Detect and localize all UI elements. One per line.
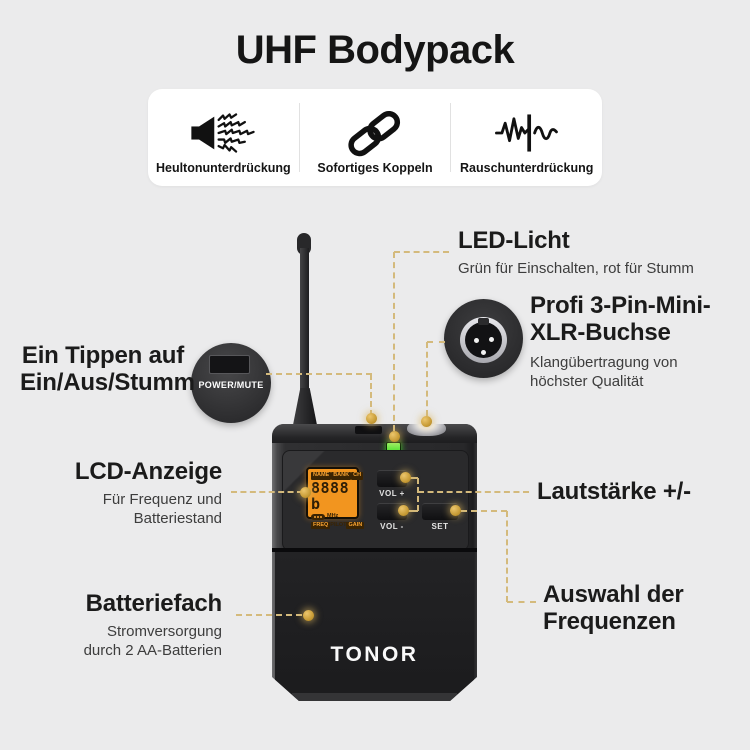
- xlr-pin: [481, 350, 486, 355]
- lcd-badge-ch: CH: [351, 472, 364, 480]
- leader-line: [370, 374, 372, 416]
- callout-led: LED-Licht Grün für Einschalten, rot für …: [458, 227, 694, 278]
- leader-line: [461, 510, 507, 512]
- leader-line: [394, 251, 449, 253]
- leader-line: [426, 342, 428, 416]
- leader-line: [266, 373, 372, 375]
- leader-line: [506, 511, 508, 602]
- callout-lcd: LCD-Anzeige Für Frequenz und Batteriesta…: [60, 458, 222, 528]
- leader-dot: [303, 610, 314, 621]
- leader-line: [417, 478, 419, 511]
- callout-lcd-title: LCD-Anzeige: [74, 458, 222, 485]
- callout-power-title-line1: Ein Tippen auf: [21, 342, 184, 369]
- lcd-unit: MHz: [327, 512, 339, 519]
- lcd-badge-name: NAME: [311, 472, 332, 480]
- leader-line: [427, 341, 445, 343]
- feature-label: Heultonunterdrückung: [155, 160, 291, 175]
- device-bottom-face: [292, 693, 457, 701]
- callout-lcd-subtitle-line2: Batteriestand: [133, 510, 222, 527]
- body-seam: [272, 548, 477, 552]
- vol-down-label: VOL -: [380, 522, 404, 531]
- antenna-base: [292, 388, 318, 430]
- power-mute-top-button: [355, 426, 382, 434]
- feature-item: Sofortiges Koppeln: [300, 89, 451, 186]
- leader-dot: [389, 431, 400, 442]
- callout-xlr-title-line1: Profi 3-Pin-Mini-: [530, 292, 711, 319]
- callout-xlr-subtitle-line1: Klangübertragung von: [530, 354, 678, 371]
- bodypack-device: TONOR: [272, 424, 477, 701]
- xlr-socket-closeup: [444, 299, 523, 378]
- leader-dot: [398, 505, 409, 516]
- callout-led-subtitle: Grün für Einschalten, rot für Stumm: [458, 260, 694, 277]
- divider: [450, 103, 452, 172]
- leader-line: [406, 510, 418, 512]
- instant-pairing-link-icon: [343, 107, 407, 159]
- leader-dot: [421, 416, 432, 427]
- power-mute-closeup: POWER/MUTE: [191, 343, 271, 423]
- leader-line: [408, 477, 418, 479]
- callout-battery: Batteriefach Stromversorgung durch 2 AA-…: [60, 590, 223, 660]
- callout-xlr: Profi 3-Pin-Mini- XLR-Buchse Klangübertr…: [530, 292, 711, 391]
- set-label: SET: [431, 522, 449, 531]
- xlr-notch: [478, 318, 489, 325]
- battery-cover: [275, 552, 474, 701]
- lcd-digits: 8888 b: [311, 478, 350, 513]
- callout-power-tap: Ein Tippen auf Ein/Aus/Stumm: [20, 342, 195, 396]
- set-button: [422, 503, 458, 520]
- antenna: [300, 248, 309, 393]
- feature-item: Rauschunterdrückung: [451, 89, 602, 186]
- noise-reduction-waveform-icon: [492, 107, 562, 159]
- power-mute-label: POWER/MUTE: [198, 380, 264, 390]
- leader-line: [418, 491, 529, 493]
- callout-lcd-subtitle-line1: Für Frequenz und: [102, 491, 222, 508]
- xlr-top-connector: [407, 420, 446, 436]
- feature-card: Heultonunterdrückung Sofortiges Koppeln: [148, 89, 602, 186]
- feedback-suppression-icon: [188, 107, 258, 159]
- leader-dot: [300, 487, 311, 498]
- leader-line: [507, 601, 536, 603]
- lcd-display: NAME BANK CH 8888 b MHz FREQ PILOT GAIN: [306, 467, 365, 529]
- xlr-pin: [474, 338, 479, 343]
- vol-up-label: VOL +: [379, 489, 405, 498]
- brand-logo: TONOR: [330, 643, 419, 666]
- lcd-badge-freq: FREQ: [311, 521, 331, 529]
- callout-led-title: LED-Licht: [458, 227, 570, 254]
- leader-dot: [450, 505, 461, 516]
- leader-line: [231, 491, 303, 493]
- callout-volume: Lautstärke +/-: [537, 478, 691, 505]
- vol-up-button: [377, 470, 407, 487]
- callout-battery-subtitle-line1: Stromversorgung: [106, 623, 222, 640]
- leader-dot: [366, 413, 377, 424]
- callout-volume-title: Lautstärke +/-: [537, 478, 691, 505]
- page-title: UHF Bodypack: [235, 28, 515, 72]
- callout-frequency-title-line1: Auswahl der: [543, 581, 684, 608]
- leader-line: [236, 614, 302, 616]
- feature-item: Heultonunterdrückung: [148, 89, 299, 186]
- leader-dot: [400, 472, 411, 483]
- lcd-badge-gain: GAIN: [346, 521, 365, 529]
- xlr-pin: [489, 337, 494, 342]
- feature-label: Sofortiges Koppeln: [317, 160, 433, 175]
- leader-line: [393, 252, 395, 431]
- lcd-badge-bank: BANK: [331, 472, 352, 480]
- divider: [298, 103, 300, 172]
- callout-power-title-line2: Ein/Aus/Stumm: [20, 369, 195, 396]
- callout-frequency: Auswahl der Frequenzen: [543, 581, 684, 635]
- callout-battery-subtitle-line2: durch 2 AA-Batterien: [83, 642, 222, 659]
- callout-xlr-subtitle-line2: höchster Qualität: [530, 373, 644, 390]
- callout-battery-title: Batteriefach: [85, 590, 223, 617]
- lcd-label-pilot: PILOT: [330, 521, 347, 528]
- power-mute-button: [209, 355, 250, 374]
- callout-xlr-title-line2: XLR-Buchse: [530, 319, 671, 346]
- callout-frequency-title-line2: Frequenzen: [543, 608, 676, 635]
- battery-level-icon: [311, 513, 325, 520]
- feature-label: Rauschunterdrückung: [460, 160, 594, 175]
